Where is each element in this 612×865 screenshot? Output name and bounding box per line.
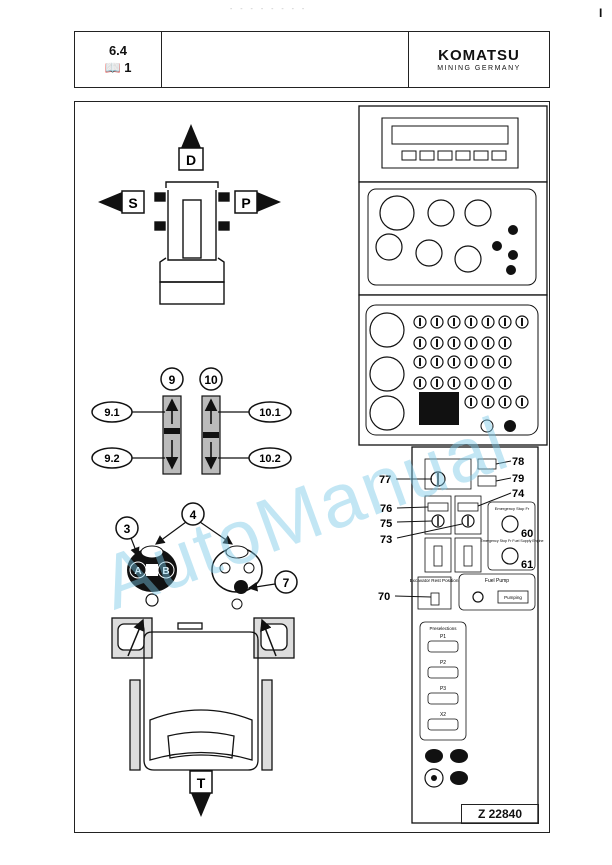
callout-10-2-label: 10.2 <box>259 453 280 465</box>
callout-10 <box>199 367 223 391</box>
excavator-rest-label: Excavator Rest Position <box>410 578 459 583</box>
gauge-icon <box>375 233 403 261</box>
scan-noise: - - - - - - - - <box>230 6 308 13</box>
emergency-stop-2-label: Emergency Stop Fr Fuel Supply Engine <box>480 539 543 543</box>
page-header: 6.4 📖 1 KOMATSU MINING GERMANY <box>74 31 550 88</box>
book-icon: 📖 <box>104 60 121 75</box>
emergency-stop-1-label: Emergency Stop Fr <box>495 506 530 511</box>
direction-s-box <box>121 190 145 214</box>
right-arrow-icon <box>257 192 281 212</box>
joystick-group: 3 4 A B 7 <box>115 502 298 610</box>
callout-9-2-label: 9.2 <box>104 453 119 465</box>
book-number: 1 <box>124 60 132 75</box>
pedal-group: 9 10 9.1 9.2 10.1 10.2 <box>91 367 292 475</box>
callout-3 <box>115 516 139 540</box>
panel-callouts: 77 78 79 74 76 75 73 60 61 70 <box>378 456 533 603</box>
figure-reference: Z 22840 <box>461 804 539 824</box>
rotary-knob-icon[interactable] <box>450 771 468 785</box>
callout-10-1-label: 10.1 <box>259 407 280 419</box>
preset-p3-button[interactable] <box>427 692 459 705</box>
operator-seat <box>111 617 295 771</box>
gauge-icon <box>464 199 492 227</box>
emergency-stop-2[interactable] <box>501 547 519 565</box>
preset-x2-button[interactable] <box>427 718 459 731</box>
callout-61: 61 <box>521 559 533 571</box>
callout-70: 70 <box>378 591 390 603</box>
direction-s-label: S <box>128 195 137 211</box>
button-b <box>157 561 175 579</box>
pumping-label: Pumping <box>504 595 522 600</box>
figure-frame <box>74 101 550 833</box>
brand-cell: KOMATSU MINING GERMANY <box>409 32 549 87</box>
callout-77: 77 <box>379 474 391 486</box>
rotary-knob-icon[interactable] <box>450 749 468 763</box>
pedal-right-bar <box>203 432 219 438</box>
preset-p1-button[interactable] <box>427 640 459 653</box>
callout-4 <box>181 502 205 526</box>
preset-p2-label: P2 <box>440 660 446 666</box>
callout-9-label: 9 <box>169 373 176 387</box>
gauge-icon <box>369 395 405 431</box>
header-title-cell <box>162 32 409 87</box>
direction-d-label: D <box>186 152 196 168</box>
callout-78: 78 <box>512 456 524 468</box>
gauge-icon <box>427 199 455 227</box>
brand-logo: KOMATSU <box>438 47 520 64</box>
engine-display <box>419 392 459 425</box>
callout-10-label: 10 <box>204 373 218 387</box>
preset-x2-label: X2 <box>440 712 446 718</box>
callout-76: 76 <box>380 503 392 515</box>
section-cell: 6.4 📖 1 <box>75 32 162 87</box>
preset-p2-button[interactable] <box>427 666 459 679</box>
pedal-left-bar <box>164 428 180 434</box>
callout-9-1-label: 9.1 <box>104 407 119 419</box>
callout-79: 79 <box>512 473 524 485</box>
callout-7 <box>274 570 298 594</box>
button-b-label: B <box>162 566 169 577</box>
book-reference: 📖 1 <box>104 60 131 76</box>
callout-7-label: 7 <box>283 576 290 590</box>
rotary-knob-icon[interactable] <box>425 749 443 763</box>
callout-75: 75 <box>380 518 392 530</box>
button-74[interactable] <box>457 502 479 512</box>
instrument-panels <box>358 105 548 446</box>
gauge-icon <box>454 245 482 273</box>
switch-70[interactable] <box>430 592 440 606</box>
preselections-label: Preselections <box>429 626 457 631</box>
section-number: 6.4 <box>108 43 128 58</box>
direction-t: T <box>189 770 213 817</box>
callout-74: 74 <box>512 488 525 500</box>
machine-top-view <box>154 181 230 305</box>
gauge-icon <box>415 239 443 267</box>
brand-subtitle: MINING GERMANY <box>437 65 521 72</box>
switch-array <box>413 315 529 409</box>
button-7 <box>234 580 248 594</box>
up-arrow-icon <box>181 124 201 148</box>
gauge-icon <box>369 356 405 392</box>
down-arrow-icon <box>191 793 211 817</box>
pumping-button[interactable] <box>497 590 529 604</box>
callout-60: 60 <box>521 528 533 540</box>
callout-4-label: 4 <box>190 508 197 522</box>
direction-t-label: T <box>197 775 206 791</box>
emergency-stop-1[interactable] <box>501 515 519 533</box>
gauge-icon <box>369 312 405 348</box>
preset-p1-label: P1 <box>440 634 446 640</box>
fuel-pump-label: Fuel Pump <box>485 578 509 584</box>
callout-3-label: 3 <box>124 522 131 536</box>
direction-arrows: D S P <box>98 124 281 214</box>
pedal-left <box>162 395 182 475</box>
left-arrow-icon <box>98 192 122 212</box>
gauge-icon <box>379 195 415 231</box>
callout-9 <box>160 367 184 391</box>
direction-p-label: P <box>241 195 250 211</box>
button-a-label: A <box>134 566 141 577</box>
fuel-pump-switch-icon[interactable] <box>472 591 484 603</box>
page-corner-mark: I <box>599 6 603 20</box>
callout-73: 73 <box>380 534 392 546</box>
direction-d-box <box>178 147 204 171</box>
preset-p3-label: P3 <box>440 686 446 692</box>
